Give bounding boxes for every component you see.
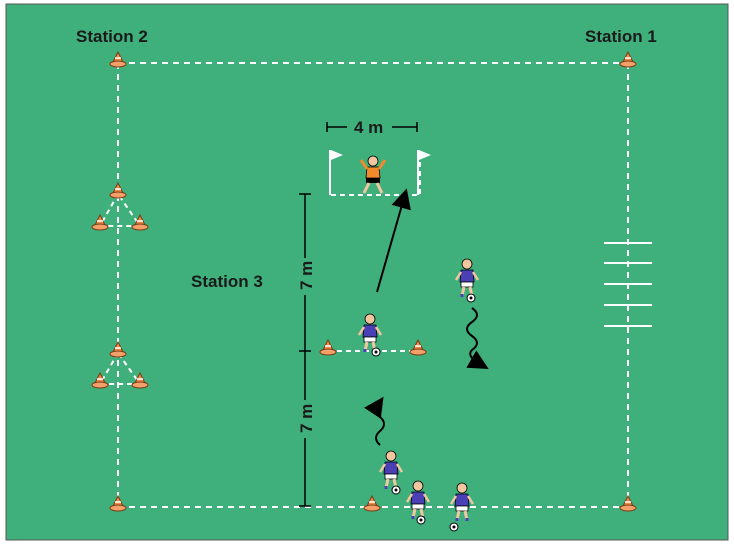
cone-triangle-upper	[91, 182, 149, 231]
goal	[329, 150, 431, 196]
pitch-background	[5, 3, 729, 541]
queue-ball-1	[391, 485, 401, 495]
dribbling-ball	[466, 293, 476, 303]
dribble-arrow-up	[364, 396, 385, 446]
queue-ball-2	[416, 515, 426, 525]
queue-ball-3	[449, 522, 459, 532]
agility-ladder	[604, 242, 652, 327]
goalkeeper	[359, 155, 387, 194]
goal-width-label: 4 m	[354, 118, 383, 137]
distance-measure-line	[299, 193, 311, 507]
shot-arrow	[376, 188, 411, 293]
station-2-label: Station 2	[76, 27, 148, 46]
cone-triangle-lower	[91, 341, 149, 389]
distance-lower-label: 7 m	[297, 404, 316, 433]
distance-upper-label: 7 m	[297, 261, 316, 290]
shooter-ball	[371, 347, 381, 357]
goal-width-measure	[326, 122, 418, 132]
station-3-label: Station 3	[191, 272, 263, 291]
station-1-label: Station 1	[585, 27, 657, 46]
dribble-arrow-down	[466, 307, 489, 369]
